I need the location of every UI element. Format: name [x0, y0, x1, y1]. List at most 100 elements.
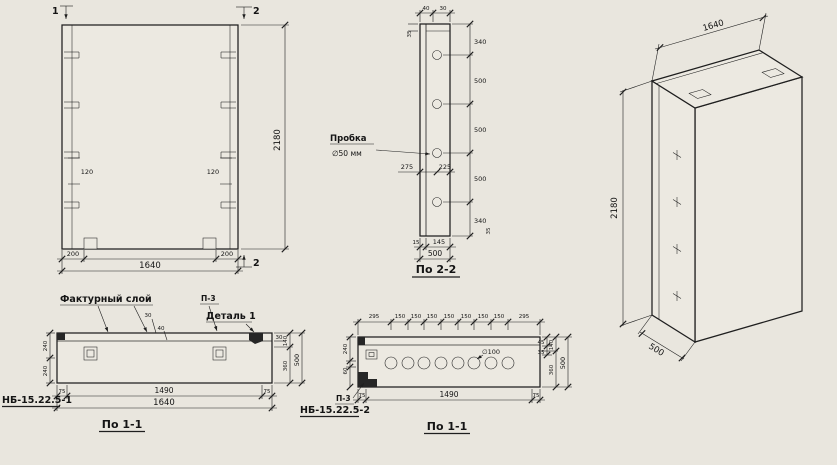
dim-chain-right: 500 [474, 175, 486, 183]
dim-chain-top: 150 [494, 314, 505, 320]
section-1-1-left-view: Фактурный слой П-3 Деталь 1 30 40 240 24… [2, 294, 306, 433]
section-2-2-view: Пробка ∅50 мм 40 30 35 340 500 500 500 3… [330, 6, 492, 278]
recess-right [212, 346, 227, 361]
recess-left [365, 349, 378, 360]
dim-edge-right: 120 [207, 168, 219, 176]
isometric-view: 2180 1640 500 [610, 12, 804, 362]
iso-facing-strip-top [651, 49, 764, 84]
dim-step-bottom: 35 [486, 227, 492, 234]
dim-bottom-total: 500 [428, 249, 443, 258]
dim-chain-left: 240 [43, 340, 49, 351]
plug-hole [432, 148, 442, 158]
plug-callout-title: Пробка [330, 133, 367, 144]
top-recess [761, 68, 785, 78]
dim-chain-top: 295 [519, 314, 530, 320]
iso-end-face [651, 79, 696, 344]
dim-edge-left: 120 [81, 168, 93, 176]
hole-diameter-label: ∅100 [482, 348, 500, 356]
dim-top-a: 30 [145, 313, 152, 319]
panel-outline [61, 24, 239, 250]
joint-mark [64, 201, 80, 209]
section-mark-2-bottom: 2 [253, 258, 260, 269]
panel-mark: НБ-15.22.5-2 [300, 405, 370, 416]
iso-front-face [694, 76, 803, 343]
dim-chain-top: 150 [478, 314, 489, 320]
dim-bottom-mid: 1490 [439, 390, 458, 399]
joint-mark [220, 101, 236, 109]
section-1-1-caption: По 1-1 [427, 420, 467, 433]
dim-bottom-total: 1640 [153, 398, 175, 408]
dim-chain-right: 340 [474, 217, 486, 225]
dim-chain-right: 360 [549, 364, 555, 375]
dim-bottom-left: 75 [59, 389, 66, 395]
plug-hole [432, 99, 442, 109]
dim-chain-left: 60 [343, 367, 349, 374]
round-hole [467, 356, 481, 370]
dim-chain-left: 240 [343, 343, 349, 354]
round-hole [417, 356, 431, 370]
dim-inset-left: 200 [67, 250, 79, 258]
dim-right-total: 500 [293, 354, 301, 366]
dim-bottom-mid: 1490 [154, 386, 173, 395]
texture-layer-label: Фактурный слой [60, 294, 152, 305]
anchor-cross-icon [672, 244, 682, 254]
dim-chain-top: 150 [395, 314, 406, 320]
iso-facing-strip [651, 80, 660, 320]
dim-chain-right: 340 [474, 38, 486, 46]
dim-right-b: 35 [538, 350, 545, 356]
round-hole [384, 356, 398, 370]
facing-layer-strip [61, 24, 73, 250]
round-hole [484, 356, 498, 370]
facing-layer-strip [419, 23, 427, 237]
dim-iso-depth: 500 [647, 342, 666, 359]
dim-right-a: 45 [538, 340, 545, 346]
dim-iso-height: 2180 [610, 197, 620, 219]
dim-chain-right: 140 [283, 335, 289, 346]
detail-1-label: Деталь 1 [206, 311, 256, 322]
dim-chain-right: 360 [283, 360, 289, 371]
dim-chain-right: 500 [474, 77, 486, 85]
plug-callout-size: ∅50 мм [332, 149, 362, 158]
dim-width-left: 275 [401, 163, 413, 171]
p3-label: П-3 [336, 394, 351, 403]
anchor-cross-icon [672, 150, 682, 160]
dim-chain-right: 500 [474, 126, 486, 134]
dim-right-total: 500 [559, 357, 567, 369]
plug-hole [432, 197, 442, 207]
dim-bottom-right: 75 [533, 393, 540, 399]
section-2-2-caption: По 2-2 [416, 263, 456, 276]
detail-1-area [249, 333, 263, 344]
plug-leader [375, 149, 431, 156]
dim-bottom-right: 75 [264, 389, 271, 395]
recess-right [202, 237, 217, 250]
section-1-1-right-view: ∅100 295 150 150 150 150 150 150 150 295… [300, 314, 572, 435]
dim-top-b: 40 [158, 326, 165, 332]
round-hole [451, 356, 465, 370]
top-recess [688, 89, 712, 99]
round-hole [434, 356, 448, 370]
plug-hole [432, 50, 442, 60]
dim-step-top: 35 [407, 30, 413, 37]
dim-chain-top: 150 [461, 314, 472, 320]
section-mark-2-top: 2 [253, 6, 260, 17]
anchor-cross-icon [672, 291, 682, 301]
joint-mark [64, 101, 80, 109]
dim-bottom-a: 15 [413, 240, 420, 246]
dim-chain-top: 150 [411, 314, 422, 320]
dim-chain-right: 140 [549, 339, 555, 350]
p3-label: П-3 [201, 294, 216, 303]
round-hole [501, 356, 515, 370]
dim-width-right: 225 [439, 163, 451, 171]
panel-mark: НБ-15.22.5-1 [2, 395, 72, 406]
front-elevation-view: 120 120 200 200 1640 2180 2 2 1 [52, 5, 289, 275]
dim-bottom-left: 75 [359, 393, 366, 399]
joint-mark [220, 201, 236, 209]
anchor-cross-icon [672, 197, 682, 207]
round-hole [401, 356, 415, 370]
dim-bottom-b: 145 [433, 238, 445, 246]
section-mark-1: 1 [52, 6, 59, 17]
dim-top-b: 30 [440, 6, 447, 12]
dim-chain-top: 150 [444, 314, 455, 320]
dim-right-small: 30 [276, 335, 283, 341]
